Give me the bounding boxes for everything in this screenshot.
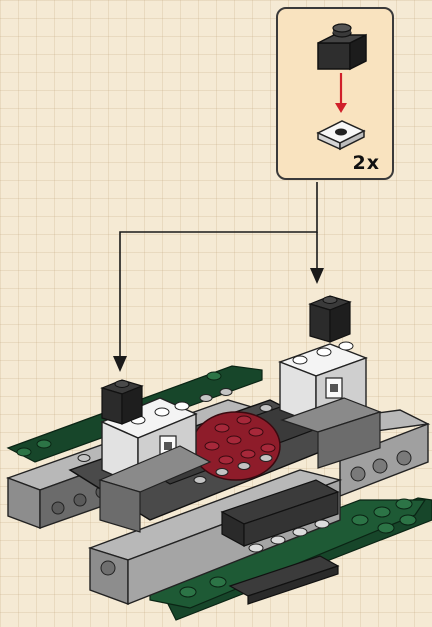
guide-arrowhead-left: [113, 356, 127, 372]
guide-lines: [120, 182, 317, 366]
right-black-brick: [310, 296, 350, 342]
right-technic-hole: [326, 378, 342, 398]
guide-arrowhead-right: [310, 268, 324, 284]
red-round-plate: [192, 412, 280, 480]
left-black-brick: [102, 380, 142, 424]
